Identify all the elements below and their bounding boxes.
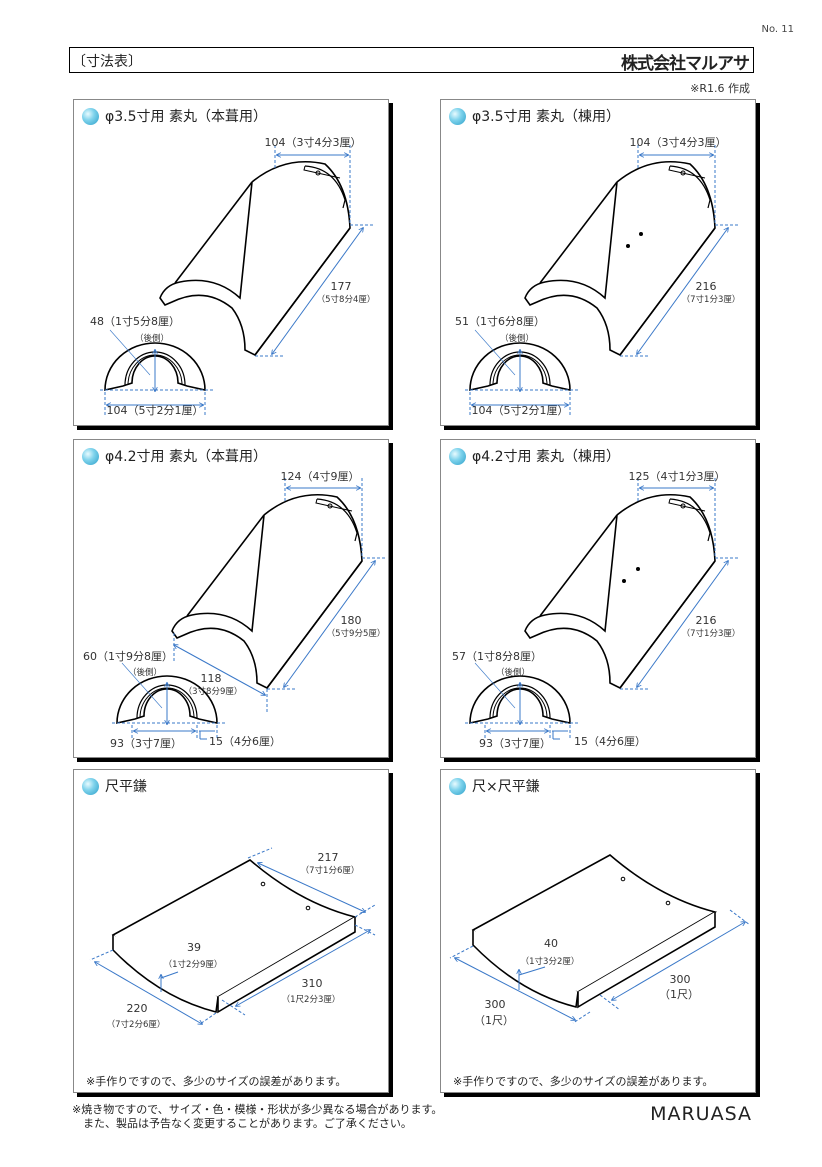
dim-height: 60（1寸9分8厘） — [83, 649, 173, 663]
dim-thickness-sub: （1寸3分2厘） — [521, 956, 580, 967]
dim-length-sub: （1尺2分3厘） — [282, 994, 341, 1005]
dimensions — [449, 909, 751, 1024]
panel-title: φ3.5寸用 素丸（棟用） — [472, 109, 620, 125]
dim-length: 216 — [696, 614, 717, 627]
page-number: No. 11 — [761, 24, 794, 35]
dimensions — [104, 145, 375, 415]
dim-lip: 15（4分6厘） — [574, 735, 646, 748]
back-side-label: （後側） — [135, 333, 169, 344]
dim-thickness: 40 — [544, 937, 558, 950]
panel-title: 尺平鎌 — [105, 779, 147, 795]
back-side-label: （後側） — [128, 667, 162, 678]
maruasa-logo: MARUASA — [650, 1103, 752, 1125]
dim-length-sub: （7寸1分3厘） — [682, 294, 741, 305]
dim-top-width: 104（3寸4分3厘） — [630, 135, 727, 149]
bullet-icon — [82, 777, 99, 795]
company-name: 株式会社マルアサ — [621, 54, 750, 74]
dim-back-width-sub: （7寸1分6厘） — [301, 865, 360, 876]
dim-length: 300 — [670, 973, 691, 986]
back-side-label: （後側） — [500, 333, 534, 344]
bullet-icon — [449, 777, 466, 795]
header-bar: 〔寸法表〕 株式会社マルアサ — [69, 47, 754, 74]
dim-base-width: 93（3寸7厘） — [479, 736, 551, 750]
panel-title: 尺×尺平鎌 — [472, 779, 540, 795]
handmade-note: ※手作りですので、多少のサイズの誤差があります。 — [453, 1075, 714, 1088]
dim-length-sub: （5寸9分5厘） — [327, 628, 386, 639]
dim-front-width: 300 — [485, 998, 506, 1011]
panel-title: φ4.2寸用 素丸（本葺用） — [105, 449, 267, 465]
dim-length-sub: （1尺） — [659, 988, 699, 1001]
dim-length: 180 — [341, 614, 362, 627]
dim-height: 48（1寸5分8厘） — [90, 314, 180, 328]
panel-title: φ3.5寸用 素丸（本葺用） — [105, 109, 267, 125]
dim-height: 51（1寸6分8厘） — [455, 314, 545, 328]
handmade-note: ※手作りですので、多少のサイズの誤差があります。 — [86, 1075, 347, 1088]
bullet-icon — [82, 107, 99, 125]
dim-top-width: 104（3寸4分3厘） — [265, 135, 362, 149]
dim-top-width: 124（4寸9厘） — [281, 469, 360, 483]
dim-length: 310 — [302, 977, 323, 990]
ridge-tile-drawing — [100, 162, 350, 391]
footer-note-line: ※焼き物ですので、サイズ・色・模様・形状が多少異なる場合があります。 — [72, 1103, 443, 1116]
dim-length-sub: （5寸8分4厘） — [317, 294, 376, 305]
dim-front-width: 118 — [201, 672, 222, 685]
dim-thickness: 39 — [187, 941, 201, 954]
dim-front-width-sub: （1尺） — [474, 1014, 514, 1027]
dim-base-width: 104（5寸2分1厘） — [107, 403, 204, 417]
bullet-icon — [449, 447, 466, 465]
page-title: 〔寸法表〕 — [72, 54, 142, 70]
dim-base-width: 93（3寸7厘） — [110, 736, 182, 750]
bullet-icon — [82, 447, 99, 465]
ridge-tile-drawing — [465, 145, 740, 415]
footer-note-line: また、製品は予告なく変更することがあります。ご了承ください。 — [72, 1117, 412, 1130]
dim-back-width: 217 — [318, 851, 339, 864]
dim-thickness-sub: （1寸2分9厘） — [164, 959, 223, 970]
bullet-icon — [449, 107, 466, 125]
footer-notes: ※焼き物ですので、サイズ・色・模様・形状が多少異なる場合があります。 また、製品… — [72, 1103, 442, 1131]
dim-length-sub: （7寸1分3厘） — [682, 628, 741, 639]
dim-height: 57（1寸8分8厘） — [452, 649, 542, 663]
back-side-label: （後側） — [496, 667, 530, 678]
ridge-tile-drawing — [112, 478, 387, 740]
dim-front-width-sub: （7寸2分6厘） — [107, 1019, 166, 1030]
dimensions — [89, 847, 376, 1024]
dim-front-width-sub: （3寸8分9厘） — [184, 686, 243, 697]
dim-lip: 15（4分6厘） — [209, 735, 281, 748]
dim-front-width: 220 — [127, 1002, 148, 1015]
ridge-tile-drawing — [465, 478, 740, 740]
dim-base-width: 104（5寸2分1厘） — [472, 403, 569, 417]
dim-length: 177 — [331, 280, 352, 293]
panel-title: φ4.2寸用 素丸（棟用） — [472, 449, 620, 465]
revision-note: ※R1.6 作成 — [690, 82, 750, 95]
dim-length: 216 — [696, 280, 717, 293]
dim-top-width: 125（4寸1分3厘） — [629, 469, 726, 483]
